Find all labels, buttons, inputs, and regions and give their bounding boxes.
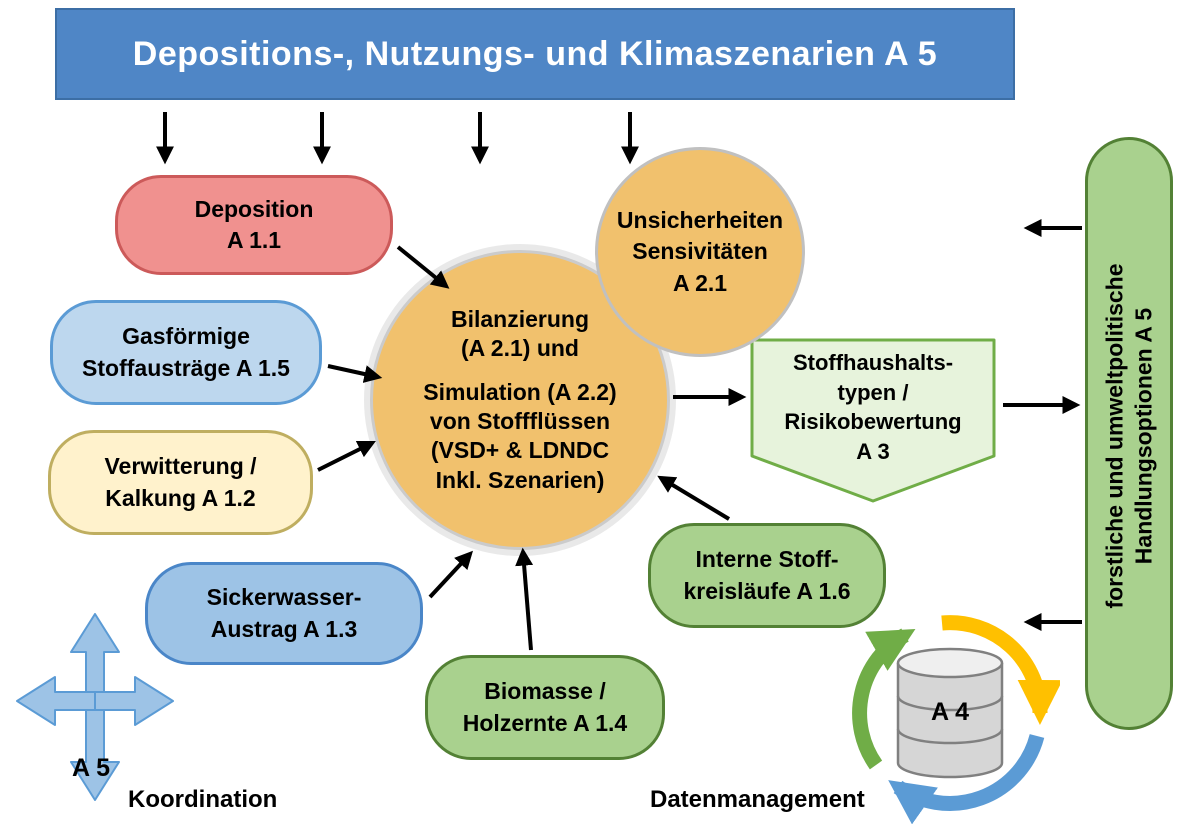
database-separator-2 — [896, 728, 1004, 745]
box-gasfoermige-a1-5: Gasförmige Stoffausträge A 1.5 — [50, 300, 322, 405]
compass-down-arrow — [70, 703, 120, 801]
box-interne-a1-6: Interne Stoff- kreisläufe A 1.6 — [648, 523, 886, 628]
datamanagement-recycle-db-icon — [852, 615, 1060, 825]
circle-line: Sensivitäten — [632, 238, 768, 265]
datenmanagement-badge-a4: A 4 — [931, 698, 969, 726]
circle-unsicherheiten-a2-1: Unsicherheiten Sensivitäten A 2.1 — [595, 147, 805, 357]
pentagon-line: Risikobewertung — [784, 409, 962, 435]
capsule-handlungsoptionen-a5: forstliche und umweltpolitische Handlung… — [1085, 137, 1173, 730]
compass-right-arrow — [94, 676, 174, 726]
database-top — [896, 647, 1004, 679]
box-line: Interne Stoff- — [695, 546, 839, 573]
box-verwitterung-a1-2: Verwitterung / Kalkung A 1.2 — [48, 430, 313, 535]
box-line: kreisläufe A 1.6 — [683, 577, 851, 604]
compass-arrows-icon — [16, 613, 174, 801]
arrow-sickerwasser-to-circle — [428, 550, 473, 599]
recycle-yellow-arrow — [941, 615, 1060, 725]
circle-line: A 2.1 — [672, 269, 728, 296]
box-line: Biomasse / — [484, 678, 606, 705]
koordination-label: Koordination — [128, 786, 278, 813]
box-deposition-a1-1: Deposition A 1.1 — [115, 175, 393, 275]
pentagon-shape-a3 — [750, 338, 996, 503]
arrow-interne-to-circle — [657, 475, 731, 521]
box-line: Sickerwasser- — [206, 584, 362, 611]
box-line: Stoffausträge A 1.5 — [82, 354, 290, 381]
database-body — [896, 663, 1004, 779]
arrow-gasfoermige-to-circle — [327, 364, 383, 383]
box-line: Gasförmige — [122, 323, 250, 350]
circle-line: (VSD+ & LDNDC — [430, 437, 610, 464]
banner-title: Depositions-, Nutzungs- und Klimaszenari… — [55, 8, 1015, 100]
pentagon-line: A 3 — [856, 439, 890, 465]
banner-title-text: Depositions-, Nutzungs- und Klimaszenari… — [132, 34, 938, 73]
database-separator-1 — [896, 695, 1004, 712]
arrow-biomasse-to-circle — [515, 547, 534, 651]
pentagon-line: typen / — [837, 379, 909, 405]
compass-up-arrow — [70, 613, 120, 699]
pentagon-polygon — [750, 338, 996, 503]
database-icon — [896, 647, 1004, 779]
compass-left-arrow — [16, 676, 96, 726]
capsule-line: forstliche und umweltpolitische — [1101, 263, 1128, 609]
box-line: Holzernte A 1.4 — [462, 709, 628, 736]
pentagon-line: Stoffhaushalts- — [792, 350, 954, 375]
circle-line: von Stoffflüssen — [429, 408, 611, 434]
circle-line: (A 2.1) und — [461, 335, 579, 362]
circle-line: Simulation (A 2.2) — [423, 378, 617, 405]
box-line: Verwitterung / — [104, 453, 257, 480]
koordination-badge-a5: A 5 — [72, 754, 110, 782]
box-biomasse-a1-4: Biomasse / Holzernte A 1.4 — [425, 655, 665, 760]
circle-line: Bilanzierung — [450, 305, 589, 332]
arrow-verwitterung-to-circle — [317, 441, 376, 472]
circle-line: Inkl. Szenarien) — [435, 466, 605, 493]
box-line: Austrag A 1.3 — [210, 615, 358, 642]
pentagon-text-a3: Stoffhaushalts- typen / Risikobewertung … — [750, 348, 996, 467]
box-sickerwasser-a1-3: Sickerwasser- Austrag A 1.3 — [145, 562, 423, 665]
box-line: Deposition — [194, 195, 314, 222]
capsule-line: Handlungsoptionen A 5 — [1130, 307, 1157, 565]
capsule-text: forstliche und umweltpolitische Handlung… — [1086, 140, 1174, 733]
box-line: Kalkung A 1.2 — [105, 484, 256, 511]
recycle-blue-arrow — [888, 733, 1045, 825]
circle-line: Unsicherheiten — [616, 207, 784, 234]
datenmanagement-label: Datenmanagement — [650, 786, 865, 813]
recycle-green-arrow — [852, 628, 916, 770]
box-line: A 1.1 — [226, 227, 282, 253]
